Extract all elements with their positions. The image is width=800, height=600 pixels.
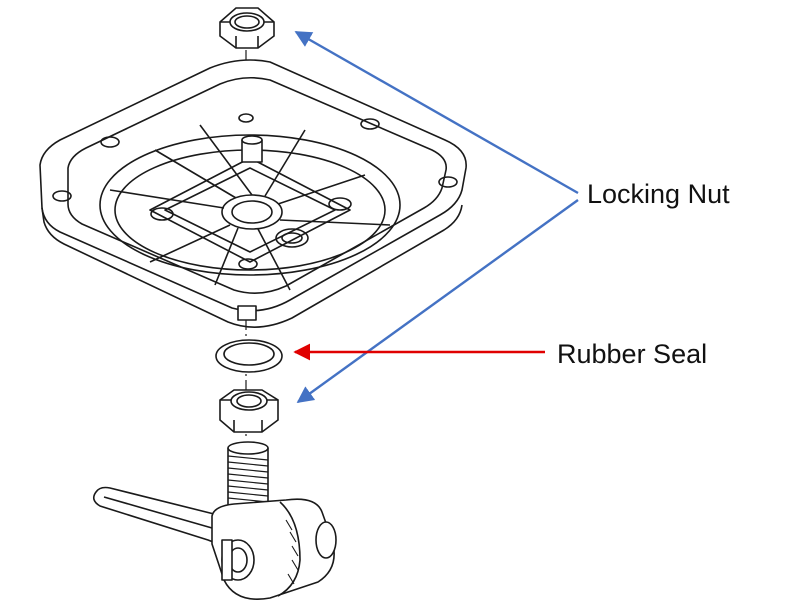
rubber-seal-label: Rubber Seal <box>557 339 708 369</box>
locking-nut-arrow-bottom <box>296 199 579 403</box>
rubber-seal <box>215 339 283 373</box>
top-locking-nut <box>219 7 275 49</box>
mounting-plate <box>39 59 467 328</box>
valve-assembly <box>92 441 337 600</box>
locking-nut-arrow-top <box>294 30 579 195</box>
locking-nut-arrows <box>294 30 579 403</box>
locking-nut-label: Locking Nut <box>587 179 730 209</box>
bottom-locking-nut <box>219 389 279 433</box>
